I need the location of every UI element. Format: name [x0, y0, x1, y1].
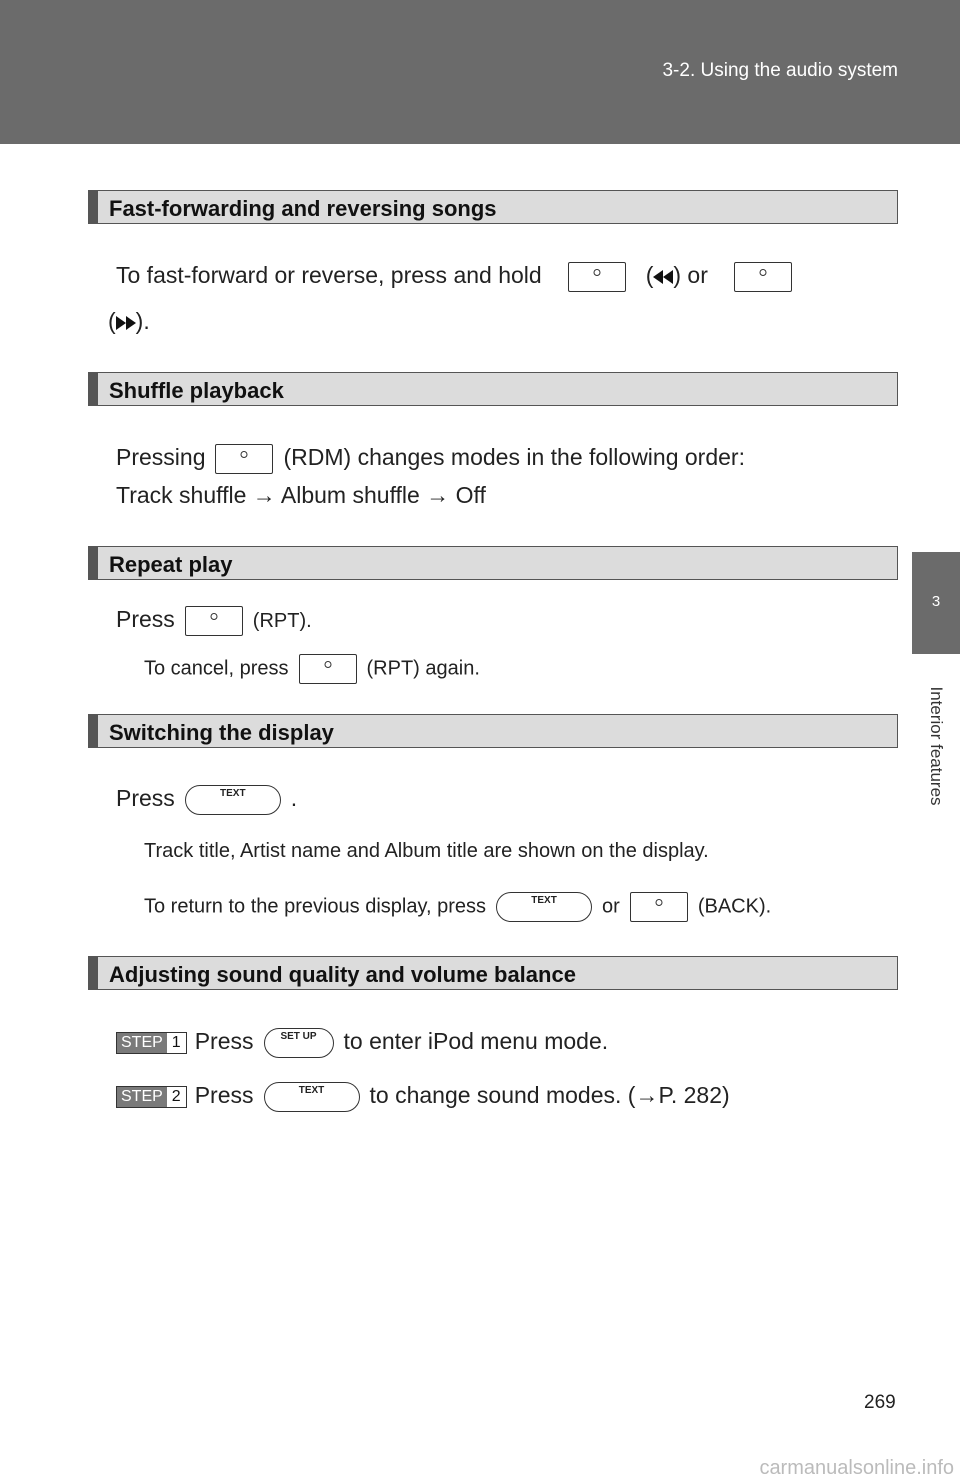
section-heading-shuffle: Shuffle playback: [88, 372, 898, 406]
section-heading-text: Shuffle playback: [109, 378, 284, 403]
display-line-3: To return to the previous display, press…: [144, 892, 771, 922]
ff-text-4: (: [108, 308, 116, 334]
step-label: STEP: [117, 1033, 167, 1053]
fast-forward-icon: [125, 315, 136, 330]
chapter-tab-number: 3: [912, 552, 960, 654]
chapter-tab: Interior features: [912, 656, 960, 836]
ff-text-5: ).: [135, 308, 150, 334]
rewind-icon: [663, 270, 674, 284]
page-number: 269: [864, 1392, 896, 1413]
setup-button-icon: SET UP: [263, 1028, 334, 1058]
text-button-icon: TEXT: [184, 785, 281, 815]
fast-forward-icon: [115, 315, 126, 330]
page-header: 3-2. Using the audio system: [0, 0, 960, 144]
section-heading-sound: Adjusting sound quality and volume balan…: [88, 956, 898, 990]
ff-text-2: (: [645, 262, 654, 289]
ff-line-2: ().: [108, 308, 150, 335]
seek-forward-button-icon: [733, 262, 792, 292]
step-label: STEP: [117, 1087, 167, 1107]
section-heading-text: Adjusting sound quality and volume balan…: [109, 962, 576, 987]
ff-text-1: To fast-forward or reverse, press and ho…: [116, 262, 542, 289]
display-text-2: .: [290, 785, 298, 812]
repeat-line-2: To cancel, press (RPT) again.: [144, 654, 480, 684]
display-line-2: Track title, Artist name and Album title…: [144, 840, 709, 862]
section-heading-fast-forward: Fast-forwarding and reversing songs: [88, 190, 898, 224]
header-title: 3-2. Using the audio system: [662, 60, 898, 81]
section-heading-repeat: Repeat play: [88, 546, 898, 580]
chapter-tab-label: Interior features: [927, 686, 946, 806]
repeat-text-2: (RPT).: [252, 610, 312, 633]
repeat-line-1: Press (RPT).: [116, 606, 312, 636]
rdm-button-icon: [215, 444, 274, 474]
shuffle-text-1: Pressing: [116, 444, 206, 471]
ff-line-1: To fast-forward or reverse, press and ho…: [116, 262, 802, 292]
ff-text-3: ) or: [673, 262, 708, 289]
repeat-text-4: (RPT) again.: [366, 657, 480, 680]
footer-watermark[interactable]: carmanualsonline.info: [759, 1457, 954, 1479]
display-text-5: (BACK).: [697, 895, 772, 918]
section-heading-display: Switching the display: [88, 714, 898, 748]
shuffle-line-2: Track shuffle → Album shuffle → Off: [116, 482, 486, 508]
rpt-button-icon: [184, 606, 243, 636]
step1-text-1: Press: [194, 1028, 254, 1055]
display-text-1: Press: [116, 785, 175, 812]
step2-text-2: to change sound modes. (→P. 282): [369, 1082, 730, 1109]
step2-text-1: Press: [194, 1082, 254, 1109]
text-button-icon: TEXT: [263, 1082, 360, 1112]
seek-back-button-icon: [567, 262, 626, 292]
text-button-icon: TEXT: [496, 892, 593, 922]
rewind-icon: [653, 270, 664, 284]
section-heading-text: Fast-forwarding and reversing songs: [109, 196, 497, 221]
step-number: 1: [171, 1034, 181, 1051]
rpt-button-icon: [298, 654, 357, 684]
section-heading-text: Switching the display: [109, 720, 334, 745]
display-line-1: Press TEXT.: [116, 785, 297, 815]
step-number: 2: [171, 1088, 181, 1105]
step1-text-2: to enter iPod menu mode.: [343, 1028, 609, 1055]
display-text-3: To return to the previous display, press: [144, 895, 487, 918]
repeat-text-1: Press: [116, 606, 175, 633]
shuffle-text-2: (RDM) changes modes in the following ord…: [283, 444, 745, 471]
section-heading-text: Repeat play: [109, 552, 233, 577]
back-button-icon: [629, 892, 688, 922]
shuffle-line-1: Pressing (RDM) changes modes in the follo…: [116, 444, 745, 474]
display-text-4: or: [602, 895, 620, 918]
repeat-text-3: To cancel, press: [144, 657, 289, 680]
